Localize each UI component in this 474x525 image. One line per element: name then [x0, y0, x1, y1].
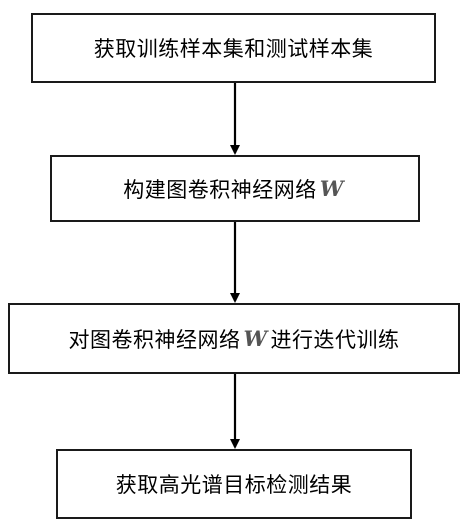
step-3-label: 对图卷积神经网络 — [68, 327, 241, 352]
step-1-label: 获取训练样本集和测试样本集 — [93, 37, 374, 61]
step-2-label: 构建图卷积神经网络 — [123, 177, 317, 202]
step-3-variable: W — [243, 326, 268, 351]
step-2-variable: W — [319, 176, 344, 201]
step-box-1: 获取训练样本集和测试样本集 — [31, 13, 436, 83]
step-box-4: 获取高光谱目标检测结果 — [56, 449, 412, 519]
step-3-label-suffix: 进行迭代训练 — [270, 327, 400, 352]
step-4-label: 获取高光谱目标检测结果 — [115, 473, 353, 497]
